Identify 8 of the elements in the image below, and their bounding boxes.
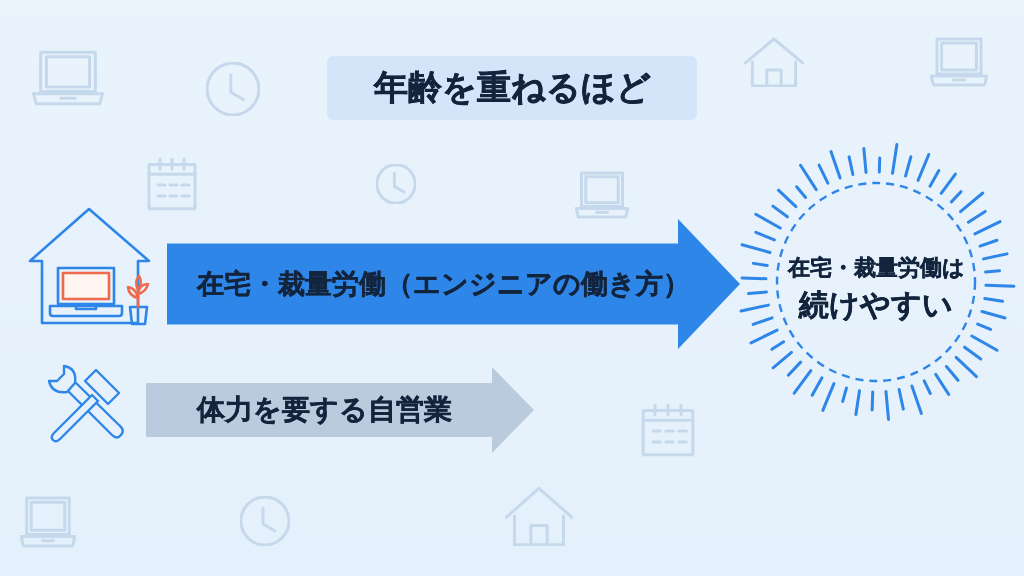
edge-label: 在宅・裁量労働（エンジニアの働き方） bbox=[197, 267, 690, 301]
title-banner: 年齢を重ねるほど bbox=[327, 56, 697, 120]
node-text: 続けやすい bbox=[799, 287, 953, 324]
block-arrow bbox=[167, 219, 740, 349]
edge-label: 体力を要する自営業 bbox=[197, 393, 452, 427]
house-laptop-icon bbox=[28, 206, 152, 326]
block-arrow bbox=[146, 367, 534, 453]
node-text: 在宅・裁量労働は bbox=[787, 254, 965, 282]
